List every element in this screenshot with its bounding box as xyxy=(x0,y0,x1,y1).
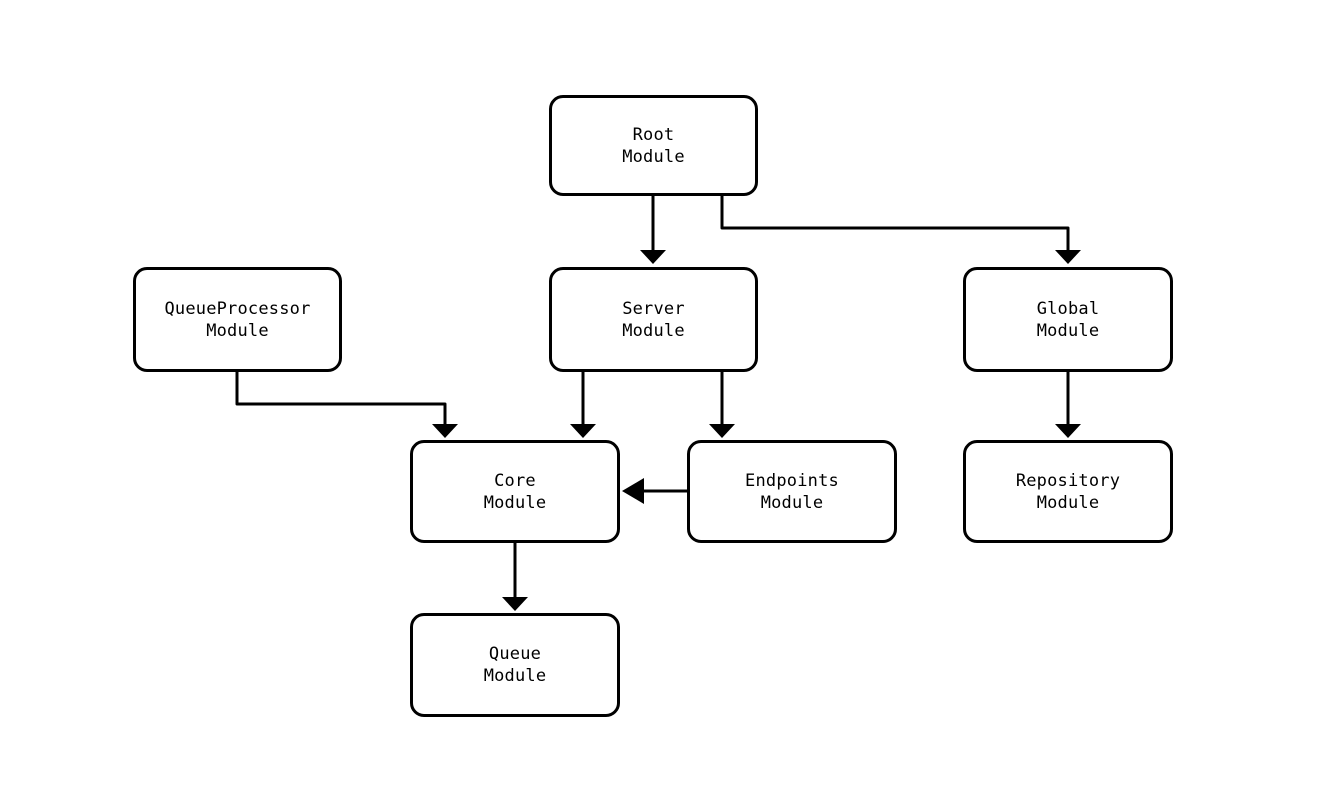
node-label-core-module: Core Module xyxy=(483,470,547,513)
edge-server-to-core xyxy=(570,372,596,438)
node-label-repository-module: Repository Module xyxy=(1015,470,1121,513)
edge-global-to-repository xyxy=(1055,372,1081,438)
node-queueprocessor-module[interactable]: QueueProcessor Module xyxy=(133,267,342,372)
node-label-queueprocessor-module: QueueProcessor Module xyxy=(164,298,311,341)
node-label-global-module: Global Module xyxy=(1036,298,1100,341)
node-label-server-module: Server Module xyxy=(622,298,685,341)
node-label-queue-module: Queue Module xyxy=(483,644,547,686)
edge-server-to-endpoints xyxy=(709,372,735,438)
node-label-root-module: Root Module xyxy=(622,124,685,167)
edge-queueprocessor-to-core xyxy=(235,372,458,438)
node-repository-module[interactable]: Repository Module xyxy=(963,440,1173,543)
edge-core-to-queue xyxy=(502,543,528,611)
edge-endpoints-to-core xyxy=(622,478,687,504)
node-server-module[interactable]: Server Module xyxy=(549,267,758,372)
node-endpoints-module[interactable]: Endpoints Module xyxy=(687,440,897,543)
node-root-module[interactable]: Root Module xyxy=(549,95,758,196)
node-global-module[interactable]: Global Module xyxy=(963,267,1173,372)
node-label-endpoints-module: Endpoints Module xyxy=(745,470,839,513)
node-queue-module[interactable]: Queue Module xyxy=(410,613,620,717)
node-core-module[interactable]: Core Module xyxy=(410,440,620,543)
edge-root-to-global xyxy=(720,196,1081,264)
edge-root-to-server xyxy=(640,196,666,264)
